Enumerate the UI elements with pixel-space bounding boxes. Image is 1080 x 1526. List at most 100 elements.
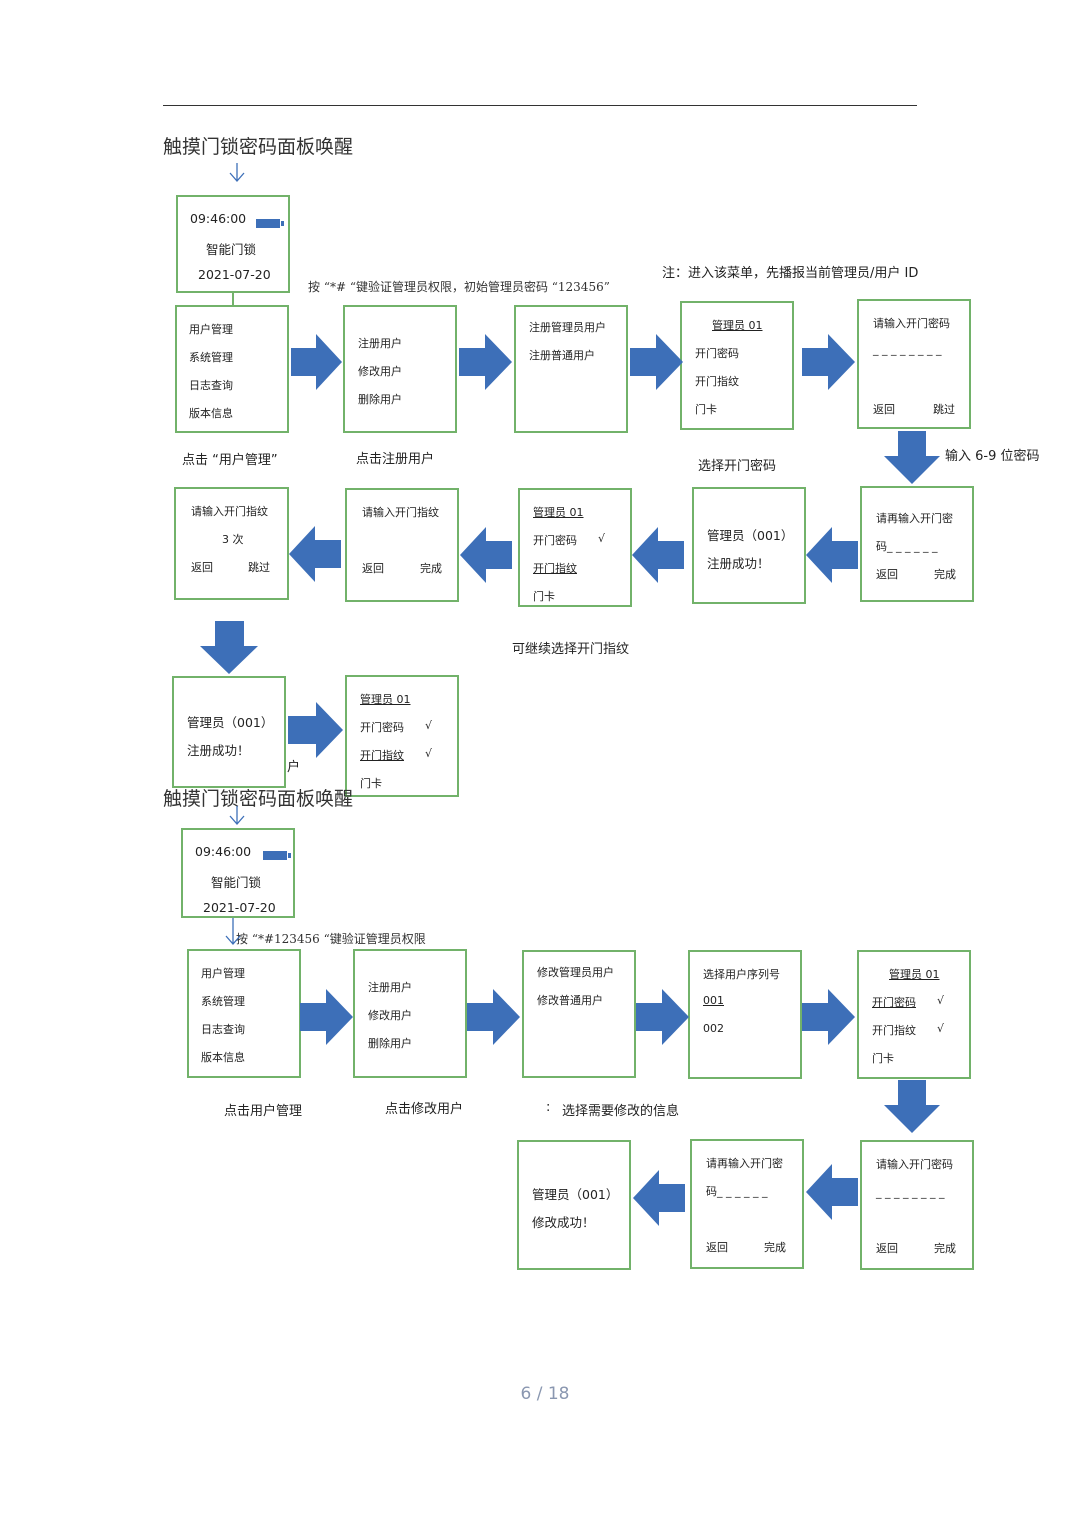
admin-item: 门卡 [533,590,555,603]
label-input-len: 输入 6-9 位密码 [945,449,1040,464]
screen-admin-menu-final: 管理员 01 开门密码 √ 开门指纹 √ 门卡 [345,675,459,797]
prompt: 请输入开门指纹 [191,505,268,518]
admin-item: 开门指纹 [533,562,577,575]
arrow-down-icon [884,1080,940,1133]
screen-main-menu: 用户管理 系统管理 日志查询 版本信息 [175,305,289,433]
arrow-right-icon [300,989,353,1045]
label-continue: 可继续选择开门指纹 [512,642,630,657]
back-option: 返回 [706,1241,728,1254]
screen-admin-menu-pwd: 管理员 01 开门密码 √ 开门指纹 门卡 [518,488,632,607]
arrow-left-icon [632,527,684,583]
arrow-down-icon [884,431,940,484]
prompt: 请输入开门密码 [876,1158,953,1171]
admin-item: 开门指纹 [872,1024,916,1037]
screen-reenter-pwd: 请再输入开门密 码_ _ _ _ _ _ 返回 完成 [860,486,974,602]
home-date: 2021-07-20 [198,267,271,282]
menu-item: 版本信息 [189,407,233,420]
menu-item: 版本信息 [201,1051,245,1064]
back-option: 返回 [362,562,384,575]
prompt: 请输入开门指纹 [362,506,439,519]
arrow-right-icon [630,334,683,390]
thin-arrow-icon [225,918,241,945]
arrow-right-icon [802,989,855,1045]
screen-mod-types: 修改管理员用户 修改普通用户 [522,950,636,1078]
prompt-cont: 码_ _ _ _ _ _ [876,540,938,553]
section1-instruction: 按 “*# “键验证管理员权限，初始管理员密码 “123456” [308,280,610,294]
back-option: 返回 [876,568,898,581]
back-option: 返回 [873,403,895,416]
admin-title: 管理员 01 [533,506,584,519]
screen-enter-pwd-2: 请输入开门密码 _ _ _ _ _ _ _ _ 返回 完成 [860,1140,974,1270]
label-user-mgmt-2: 点击用户管理 [224,1104,303,1119]
screen-user-ops-2: 注册用户 修改用户 删除用户 [353,949,467,1078]
count: 3 次 [222,533,244,546]
success-line1: 管理员（001） [707,528,794,543]
done-option: 完成 [764,1241,786,1254]
arrow-left-icon [289,526,341,582]
skip-option: 跳过 [933,403,955,416]
arrow-right-icon [291,334,342,390]
admin-item: 开门指纹 [360,749,404,762]
arrow-right-icon [288,702,343,758]
screen-mod-success: 管理员（001） 修改成功！ [517,1140,631,1270]
screen-home-2: 09:46:00 智能门锁 2021-07-20 [181,828,295,918]
screen-enter-fp3: 请输入开门指纹 3 次 返回 跳过 [174,487,289,600]
prompt: 请输入开门密码 [873,317,950,330]
seq-item: 002 [703,1022,724,1035]
home-name: 智能门锁 [206,242,257,257]
dashes: _ _ _ _ _ _ _ _ [876,1186,945,1199]
skip-option: 跳过 [248,561,270,574]
arrow-down-icon [200,621,258,674]
admin-item: 开门密码 [872,996,916,1009]
op-item: 注册用户 [368,981,412,994]
arrow-left-icon [806,1164,858,1220]
op-item: 删除用户 [358,393,402,406]
arrow-left-icon [806,527,858,583]
label-modify: 点击修改用户 [385,1102,464,1117]
screen-admin-menu: 管理员 01 开门密码 开门指纹 门卡 [680,301,794,430]
prompt: 请再输入开门密 [876,512,953,525]
battery-icon [256,219,284,228]
menu-item: 日志查询 [201,1023,245,1036]
back-option: 返回 [191,561,213,574]
home-time: 09:46:00 [195,844,252,859]
success-line1: 管理员（001） [187,715,274,730]
back-option: 返回 [876,1242,898,1255]
op-item: 删除用户 [368,1037,412,1050]
reg-type: 注册普通用户 [529,349,595,362]
op-item: 注册用户 [358,337,402,350]
admin-title: 管理员 01 [360,693,411,706]
page-number: 6 / 18 [520,1384,570,1404]
seq-item: 001 [703,994,724,1007]
overlap-glyph: 户 [287,760,301,775]
screen-admin-menu-2: 管理员 01 开门密码 √ 开门指纹 √ 门卡 [857,950,971,1079]
screen-home: 09:46:00 智能门锁 2021-07-20 [176,195,290,293]
admin-item: 开门密码 [360,721,404,734]
admin-title: 管理员 01 [889,968,940,981]
arrow-left-icon [633,1170,685,1226]
arrow-right-icon [467,989,520,1045]
reg-type: 注册管理员用户 [529,321,606,334]
screen-user-ops: 注册用户 修改用户 删除用户 [343,305,457,433]
screen-reenter-pwd-2: 请再输入开门密 码_ _ _ _ _ _ 返回 完成 [690,1139,804,1269]
mod-type: 修改管理员用户 [537,966,614,979]
label-select-info: 选择需要修改的信息 [562,1104,680,1119]
arrow-right-icon [459,334,512,390]
op-item: 修改用户 [358,365,402,378]
screen-main-menu-2: 用户管理 系统管理 日志查询 版本信息 [187,949,301,1078]
label-register: 点击注册用户 [356,452,435,467]
admin-item: 门卡 [695,403,717,416]
section2-instruction: 按 “*#123456 “键验证管理员权限 [236,932,426,946]
screen-select-seq: 选择用户序列号 001 002 [688,950,802,1079]
section1-title: 触摸门锁密码面板唤醒 [163,136,354,158]
prompt: 请再输入开门密 [706,1157,783,1170]
done-option: 完成 [934,568,956,581]
home-name: 智能门锁 [211,875,262,890]
seq-title: 选择用户序列号 [703,968,780,981]
header-rule [163,105,917,106]
arrow-right-icon [636,989,689,1045]
label-colon: : [546,1100,551,1115]
home-time: 09:46:00 [190,211,247,226]
check-mark: √ [937,994,945,1007]
